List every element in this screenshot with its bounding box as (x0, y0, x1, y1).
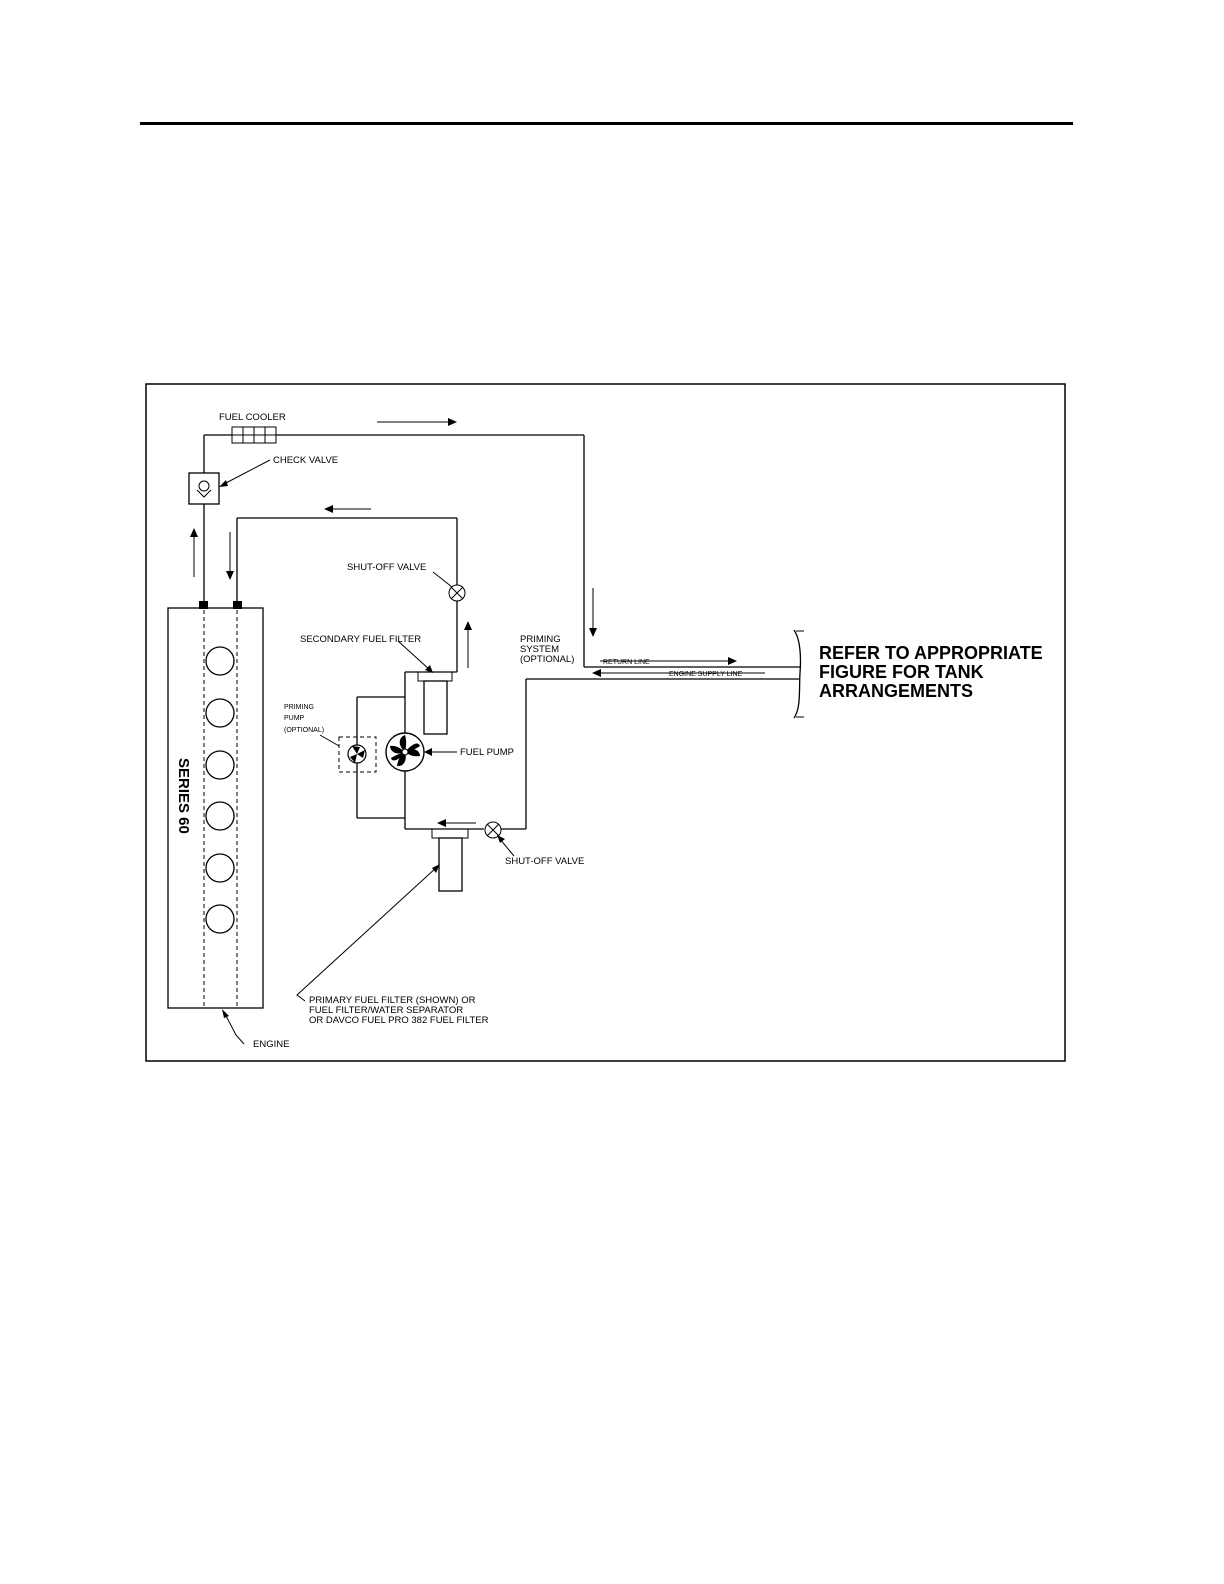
series-60-label: SERIES 60 (175, 758, 192, 834)
return-line-label: RETURN LINE (603, 659, 650, 666)
fuel-pump (385, 732, 425, 772)
priming-system-label-1: PRIMING (520, 634, 561, 645)
return-circuit (188, 426, 800, 668)
arrow-up-icon (190, 528, 198, 537)
secondary-filter-label: SECONDARY FUEL FILTER (300, 634, 421, 645)
arrow-left-icon (592, 669, 601, 677)
arrow-right-icon (448, 418, 457, 426)
priming-system-label-2: SYSTEM (520, 644, 559, 655)
engine-block: SERIES 60 (167, 601, 264, 1009)
tank-break-symbol (793, 629, 804, 719)
leader-lines (219, 459, 515, 1045)
fuel-cooler-label: FUEL COOLER (219, 412, 286, 423)
fuel-cooler (231, 426, 277, 444)
arrow-down-icon (589, 628, 597, 637)
engine-label: ENGINE (253, 1039, 289, 1050)
fuel-pump-label: FUEL PUMP (460, 747, 514, 758)
diagram-frame (145, 383, 1066, 1062)
priming-pump-label-3: (OPTIONAL) (284, 727, 324, 734)
secondary-fuel-filter (417, 671, 453, 735)
arrow-down-icon (226, 571, 234, 580)
shutoff-valve-bottom (484, 821, 502, 839)
priming-system-label-3: (OPTIONAL) (520, 654, 574, 665)
refer-label-3: ARRANGEMENTS (819, 681, 973, 701)
arrow-up-icon (464, 621, 472, 630)
check-valve (188, 472, 220, 505)
refer-label-2: FIGURE FOR TANK (819, 662, 984, 682)
shutoff-valve-top (448, 584, 466, 602)
arrow-right-icon (728, 657, 737, 665)
refer-label-1: REFER TO APPROPRIATE (819, 643, 1043, 663)
shutoff-valve-top-label: SHUT-OFF VALVE (347, 562, 426, 573)
secondary-circuit (236, 517, 466, 735)
primary-filter-label-2: FUEL FILTER/WATER SEPARATOR (309, 1005, 463, 1016)
arrow-left-icon (324, 505, 333, 513)
shutoff-valve-bottom-label: SHUT-OFF VALVE (505, 856, 584, 867)
primary-filter-label-1: PRIMARY FUEL FILTER (SHOWN) OR (309, 995, 476, 1006)
flow-arrows (190, 418, 765, 827)
arrow-left-icon (437, 819, 446, 827)
primary-filter-label-3: OR DAVCO FUEL PRO 382 FUEL FILTER (309, 1015, 489, 1026)
priming-pump-label-1: PRIMING (284, 704, 314, 711)
priming-pump (338, 736, 377, 773)
check-valve-label: CHECK VALVE (273, 455, 338, 466)
header-rule (140, 122, 1073, 125)
priming-pump-label-2: PUMP (284, 715, 305, 722)
primary-fuel-filter (431, 828, 469, 892)
engine-supply-line-label: ENGINE SUPPLY LINE (669, 671, 743, 678)
